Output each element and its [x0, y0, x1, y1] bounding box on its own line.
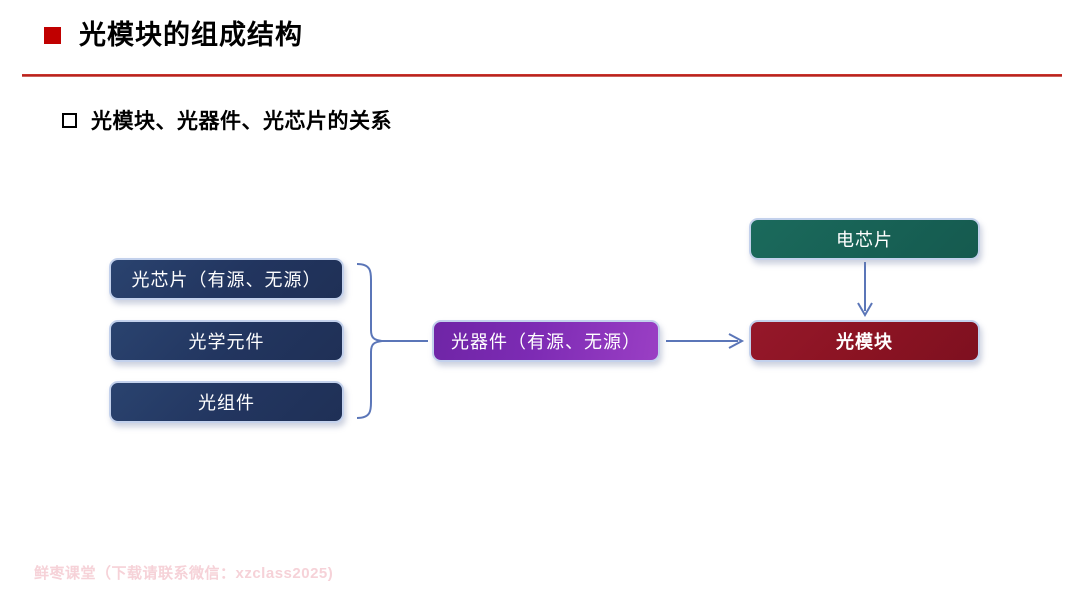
arrow-right-head-icon: [728, 333, 745, 349]
footer-watermark: 鲜枣课堂（下载请联系微信：xzclass2025): [34, 565, 334, 582]
node-optical-chip-label: 光芯片（有源、无源）: [131, 270, 322, 290]
page-title: 光模块的组成结构: [44, 22, 303, 49]
node-optical-module-label: 光模块: [836, 332, 893, 352]
node-optical-chip[interactable]: 光芯片（有源、无源）: [109, 258, 344, 300]
node-optical-assembly-label: 光组件: [198, 393, 255, 413]
subtitle-bullet-hollow-square-icon: [62, 112, 77, 128]
node-optical-device[interactable]: 光器件（有源、无源）: [432, 320, 660, 362]
curly-brace-icon: [356, 263, 383, 419]
title-text: 光模块的组成结构: [79, 20, 303, 50]
arrow-down-head-icon: [857, 302, 873, 317]
node-optical-element-label: 光学元件: [188, 332, 265, 352]
subtitle-text: 光模块、光器件、光芯片的关系: [91, 110, 392, 133]
node-optical-module[interactable]: 光模块: [749, 320, 980, 362]
node-electrical-chip-label: 电芯片: [836, 230, 893, 250]
title-bullet-square-icon: [44, 27, 61, 44]
node-optical-device-label: 光器件（有源、无源）: [451, 332, 641, 352]
node-optical-element[interactable]: 光学元件: [109, 320, 344, 362]
node-optical-assembly[interactable]: 光组件: [109, 381, 344, 423]
node-electrical-chip[interactable]: 电芯片: [749, 218, 980, 260]
subtitle: 光模块、光器件、光芯片的关系: [62, 105, 392, 135]
title-divider-rule: [22, 74, 1062, 77]
